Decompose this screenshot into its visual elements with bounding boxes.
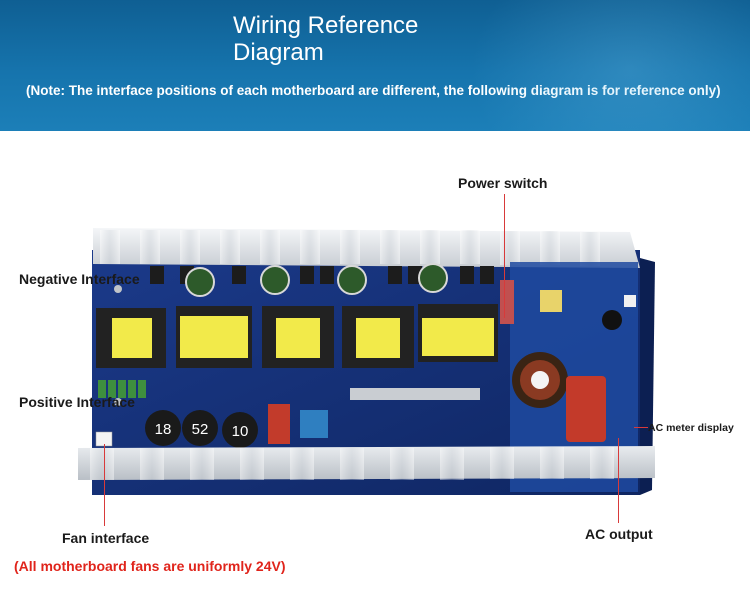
mosfet-row-top — [150, 266, 494, 284]
board-photo-area: 18 52 10 — [0, 131, 750, 600]
top-heatsink-fins — [100, 230, 600, 266]
transformer-4 — [342, 306, 414, 368]
pcb-right-edge — [640, 258, 655, 495]
label-fan-interface: Fan interface — [62, 530, 150, 546]
fan-voltage-note: (All motherboard fans are uniformly 24V) — [14, 558, 286, 574]
transformer-1 — [96, 308, 166, 368]
transformer-2 — [176, 306, 252, 368]
capacitor-marking-1: 18 — [155, 421, 172, 438]
title-line-1: Wiring Reference — [233, 12, 419, 39]
label-power-switch: Power switch — [458, 175, 548, 191]
bottom-heatsink-fins — [90, 447, 614, 480]
header-banner: Wiring Reference Diagram (Note: The inte… — [0, 0, 750, 131]
buzzer — [602, 310, 622, 330]
negative-screw — [114, 285, 122, 293]
toroid-inductor — [512, 352, 568, 408]
label-positive-interface: Positive Interface — [19, 394, 135, 410]
transformers — [96, 304, 498, 368]
label-negative-interface: Negative Interface — [19, 271, 140, 287]
ac-meter-connector — [624, 295, 636, 307]
reference-note: (Note: The interface positions of each m… — [26, 83, 721, 98]
green-terminal-block — [98, 380, 146, 398]
bottom-heatsink — [78, 446, 655, 480]
label-ac-output: AC output — [585, 526, 653, 542]
electrolytic-capacitors — [185, 263, 448, 297]
red-capacitor — [268, 404, 290, 444]
label-ac-meter-display: AC meter display — [648, 422, 734, 434]
pointer-power-switch — [504, 194, 505, 318]
page-title: Wiring Reference Diagram — [233, 12, 533, 66]
title-line-2: Diagram — [233, 39, 324, 66]
bulk-capacitors — [145, 410, 258, 448]
positive-screw — [114, 398, 122, 406]
transformer-3 — [262, 306, 334, 368]
capacitor-marking-2: 52 — [192, 421, 209, 438]
film-capacitor — [566, 376, 606, 442]
pointer-ac-meter — [634, 427, 648, 428]
inverter-board-illustration: 18 52 10 — [78, 228, 655, 495]
control-chip — [540, 290, 562, 312]
pointer-ac-output-vertical — [618, 438, 619, 523]
capacitor-marking-3: 10 — [232, 423, 249, 440]
resistor-array — [300, 410, 328, 438]
power-switch-component — [500, 280, 514, 324]
mid-heatsink-rail — [350, 388, 480, 400]
pointer-fan-vertical — [104, 444, 105, 526]
transformer-5 — [418, 304, 498, 362]
